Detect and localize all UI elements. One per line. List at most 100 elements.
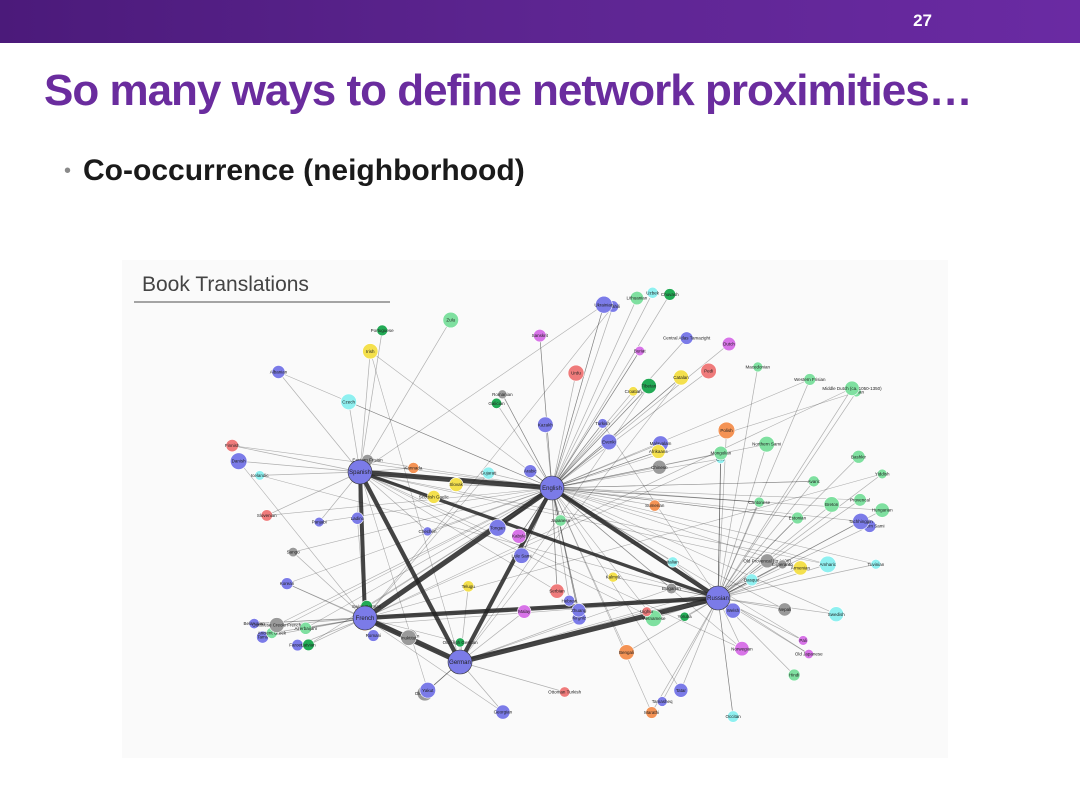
language-label: Esperanto [772,562,793,567]
edge [551,487,682,691]
language-node [426,490,441,504]
language-node [495,704,511,720]
language-label: Afrikaans [649,449,669,454]
language-node [513,547,530,564]
language-node [807,475,820,488]
language-label: Tamasheq [652,699,673,704]
edge [551,377,682,489]
language-label: Old High German [443,640,479,645]
language-label: Tibetan [641,384,656,389]
language-label: Romanian [492,392,513,397]
hub-label: English [542,486,562,492]
language-label: Pali [799,638,807,643]
language-node [753,496,765,508]
edge [551,379,810,489]
language-node [646,286,659,299]
language-label: Albanian [270,370,288,375]
edge [717,597,837,615]
language-node [618,644,635,661]
language-label: Zulu [446,318,455,323]
hub-edge [364,595,719,621]
language-label: Malay [518,609,531,614]
language-node [759,553,775,569]
edge [278,371,361,473]
edge [232,445,361,473]
language-node [407,462,420,474]
language-label: Central Atlas Tamazight [663,336,711,341]
language-label: Arabic [524,469,538,474]
edge [521,487,553,556]
language-node [523,464,538,478]
language-label: Azerbaijani [295,626,317,631]
edge [496,403,553,489]
language-label: Occitan [725,714,741,719]
edge [359,471,743,649]
language-node [595,295,613,314]
language-node [607,571,619,583]
edge [551,487,798,519]
bullet-marker: • [64,159,72,182]
language-label: Hebrew [561,598,577,603]
edge [539,335,553,489]
language-node [533,328,547,343]
language-label: Japanese [551,518,571,523]
language-label: Armenian [791,566,811,571]
language-label: Cantonese [748,500,770,505]
language-node [559,686,571,698]
language-label: Chechen [419,529,438,534]
hub-edge [458,487,554,663]
edge [661,597,719,702]
language-label: Kabyle [512,534,526,539]
edge [502,394,553,489]
language-label: Ottoman Turkish [548,690,582,695]
language-node [791,511,804,525]
language-label: Tongan [490,525,505,530]
language-node [734,641,750,657]
edge [502,394,553,489]
edge [717,473,883,599]
edge [612,576,719,599]
edge [370,351,553,489]
edge [551,487,861,501]
edge [259,475,719,599]
edge [651,597,719,713]
language-label: Macedonian [746,364,771,369]
language-label: Ladino [351,516,365,521]
edge [459,617,580,663]
language-label: Tachhinggin [849,519,874,524]
edge [717,504,832,599]
language-node [851,450,866,464]
language-node [777,559,788,570]
edge [238,460,366,619]
language-label: Pedi [704,369,713,374]
edge [717,564,828,599]
edge [364,473,883,619]
language-node [488,519,507,537]
bullet-item: • Co-occurrence (neighborhood) [64,154,525,188]
language-label: Bulgarian [662,586,682,591]
slide-title: So many ways to define network proximiti… [44,66,973,115]
edge [551,391,857,489]
edge [551,487,760,503]
edge [551,423,603,489]
bullet-text: Co-occurrence (neighborhood) [83,154,525,187]
hub-node [705,585,731,611]
language-label: Scottish Gaelic [419,494,450,499]
language-node [340,393,357,410]
edge [551,370,709,489]
language-node [717,421,736,440]
language-node [803,373,816,386]
language-node [271,365,286,379]
language-label: Old Japanese [795,652,823,657]
edge [551,487,652,713]
edge [366,487,553,607]
hub-edge [550,486,720,600]
language-node [673,683,689,698]
edge [348,401,553,489]
edge [551,487,828,565]
edge [359,471,801,569]
language-label: Buriat [634,349,647,354]
language-label: Eastern Frisian [352,458,383,463]
edge [717,597,734,717]
